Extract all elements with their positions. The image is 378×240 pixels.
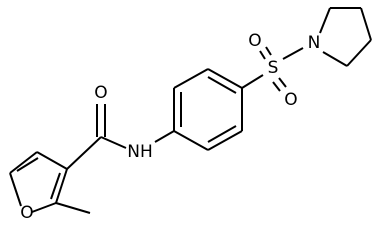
benzene-ring bbox=[173, 68, 243, 151]
atom-label-amide-oxygen: O bbox=[94, 83, 107, 103]
atom-label-sulfonyl-oxygen-bottom: O bbox=[284, 90, 297, 110]
bond-furan-c3-c2 bbox=[55, 168, 68, 204]
bond-furan-c3-c2-inner bbox=[50, 172, 61, 200]
bond-furan-c5-c4 bbox=[9, 151, 38, 174]
bond-pyrr-c3-c4 bbox=[360, 7, 372, 41]
bond-benzene-2 bbox=[173, 68, 209, 89]
bond-n-aryl bbox=[154, 130, 175, 143]
bond-pyrr-c5-n bbox=[322, 51, 348, 67]
bond-benzene-inner-3 bbox=[207, 125, 237, 143]
atom-label-sulfur: S bbox=[268, 58, 279, 78]
bond-s-o-top-double bbox=[265, 46, 272, 56]
bond-carbonyl-n bbox=[100, 136, 127, 149]
bond-furan-c2-o bbox=[31, 202, 57, 213]
bond-pyrr-n-c2 bbox=[319, 7, 331, 34]
bond-s-o-bottom-double bbox=[278, 77, 287, 88]
furan-ring bbox=[9, 151, 68, 213]
bond-benzene-3 bbox=[207, 68, 243, 89]
sulfonyl-group bbox=[241, 46, 304, 92]
bond-s-o-bottom bbox=[272, 81, 281, 92]
atom-label-sulfonyl-oxygen-top: O bbox=[248, 31, 261, 51]
bond-methyl bbox=[55, 202, 91, 214]
bond-c3-carbonyl bbox=[66, 136, 102, 170]
bond-furan-c4-c3 bbox=[36, 151, 68, 170]
bond-benzene-5 bbox=[207, 130, 243, 151]
amide-group bbox=[66, 104, 175, 170]
bond-benzene-6 bbox=[173, 130, 209, 151]
bond-aryl-s bbox=[241, 74, 264, 89]
bond-pyrr-c4-c5 bbox=[346, 39, 372, 67]
bond-benzene-inner-2 bbox=[207, 76, 237, 94]
bond-furan-c5-c4-inner bbox=[16, 157, 39, 172]
molecule-structure-diagram: O NH S O O N O bbox=[9, 7, 372, 223]
atom-label-pyrrolidine-nitrogen: N bbox=[308, 33, 321, 53]
atom-label-amide-nitrogen: NH bbox=[127, 142, 153, 162]
bond-s-o-top bbox=[259, 50, 266, 60]
atom-label-furan-oxygen: O bbox=[20, 203, 33, 223]
bond-furan-o-c5 bbox=[9, 172, 22, 207]
bond-s-n bbox=[282, 47, 304, 60]
pyrrolidine-ring bbox=[319, 7, 372, 67]
